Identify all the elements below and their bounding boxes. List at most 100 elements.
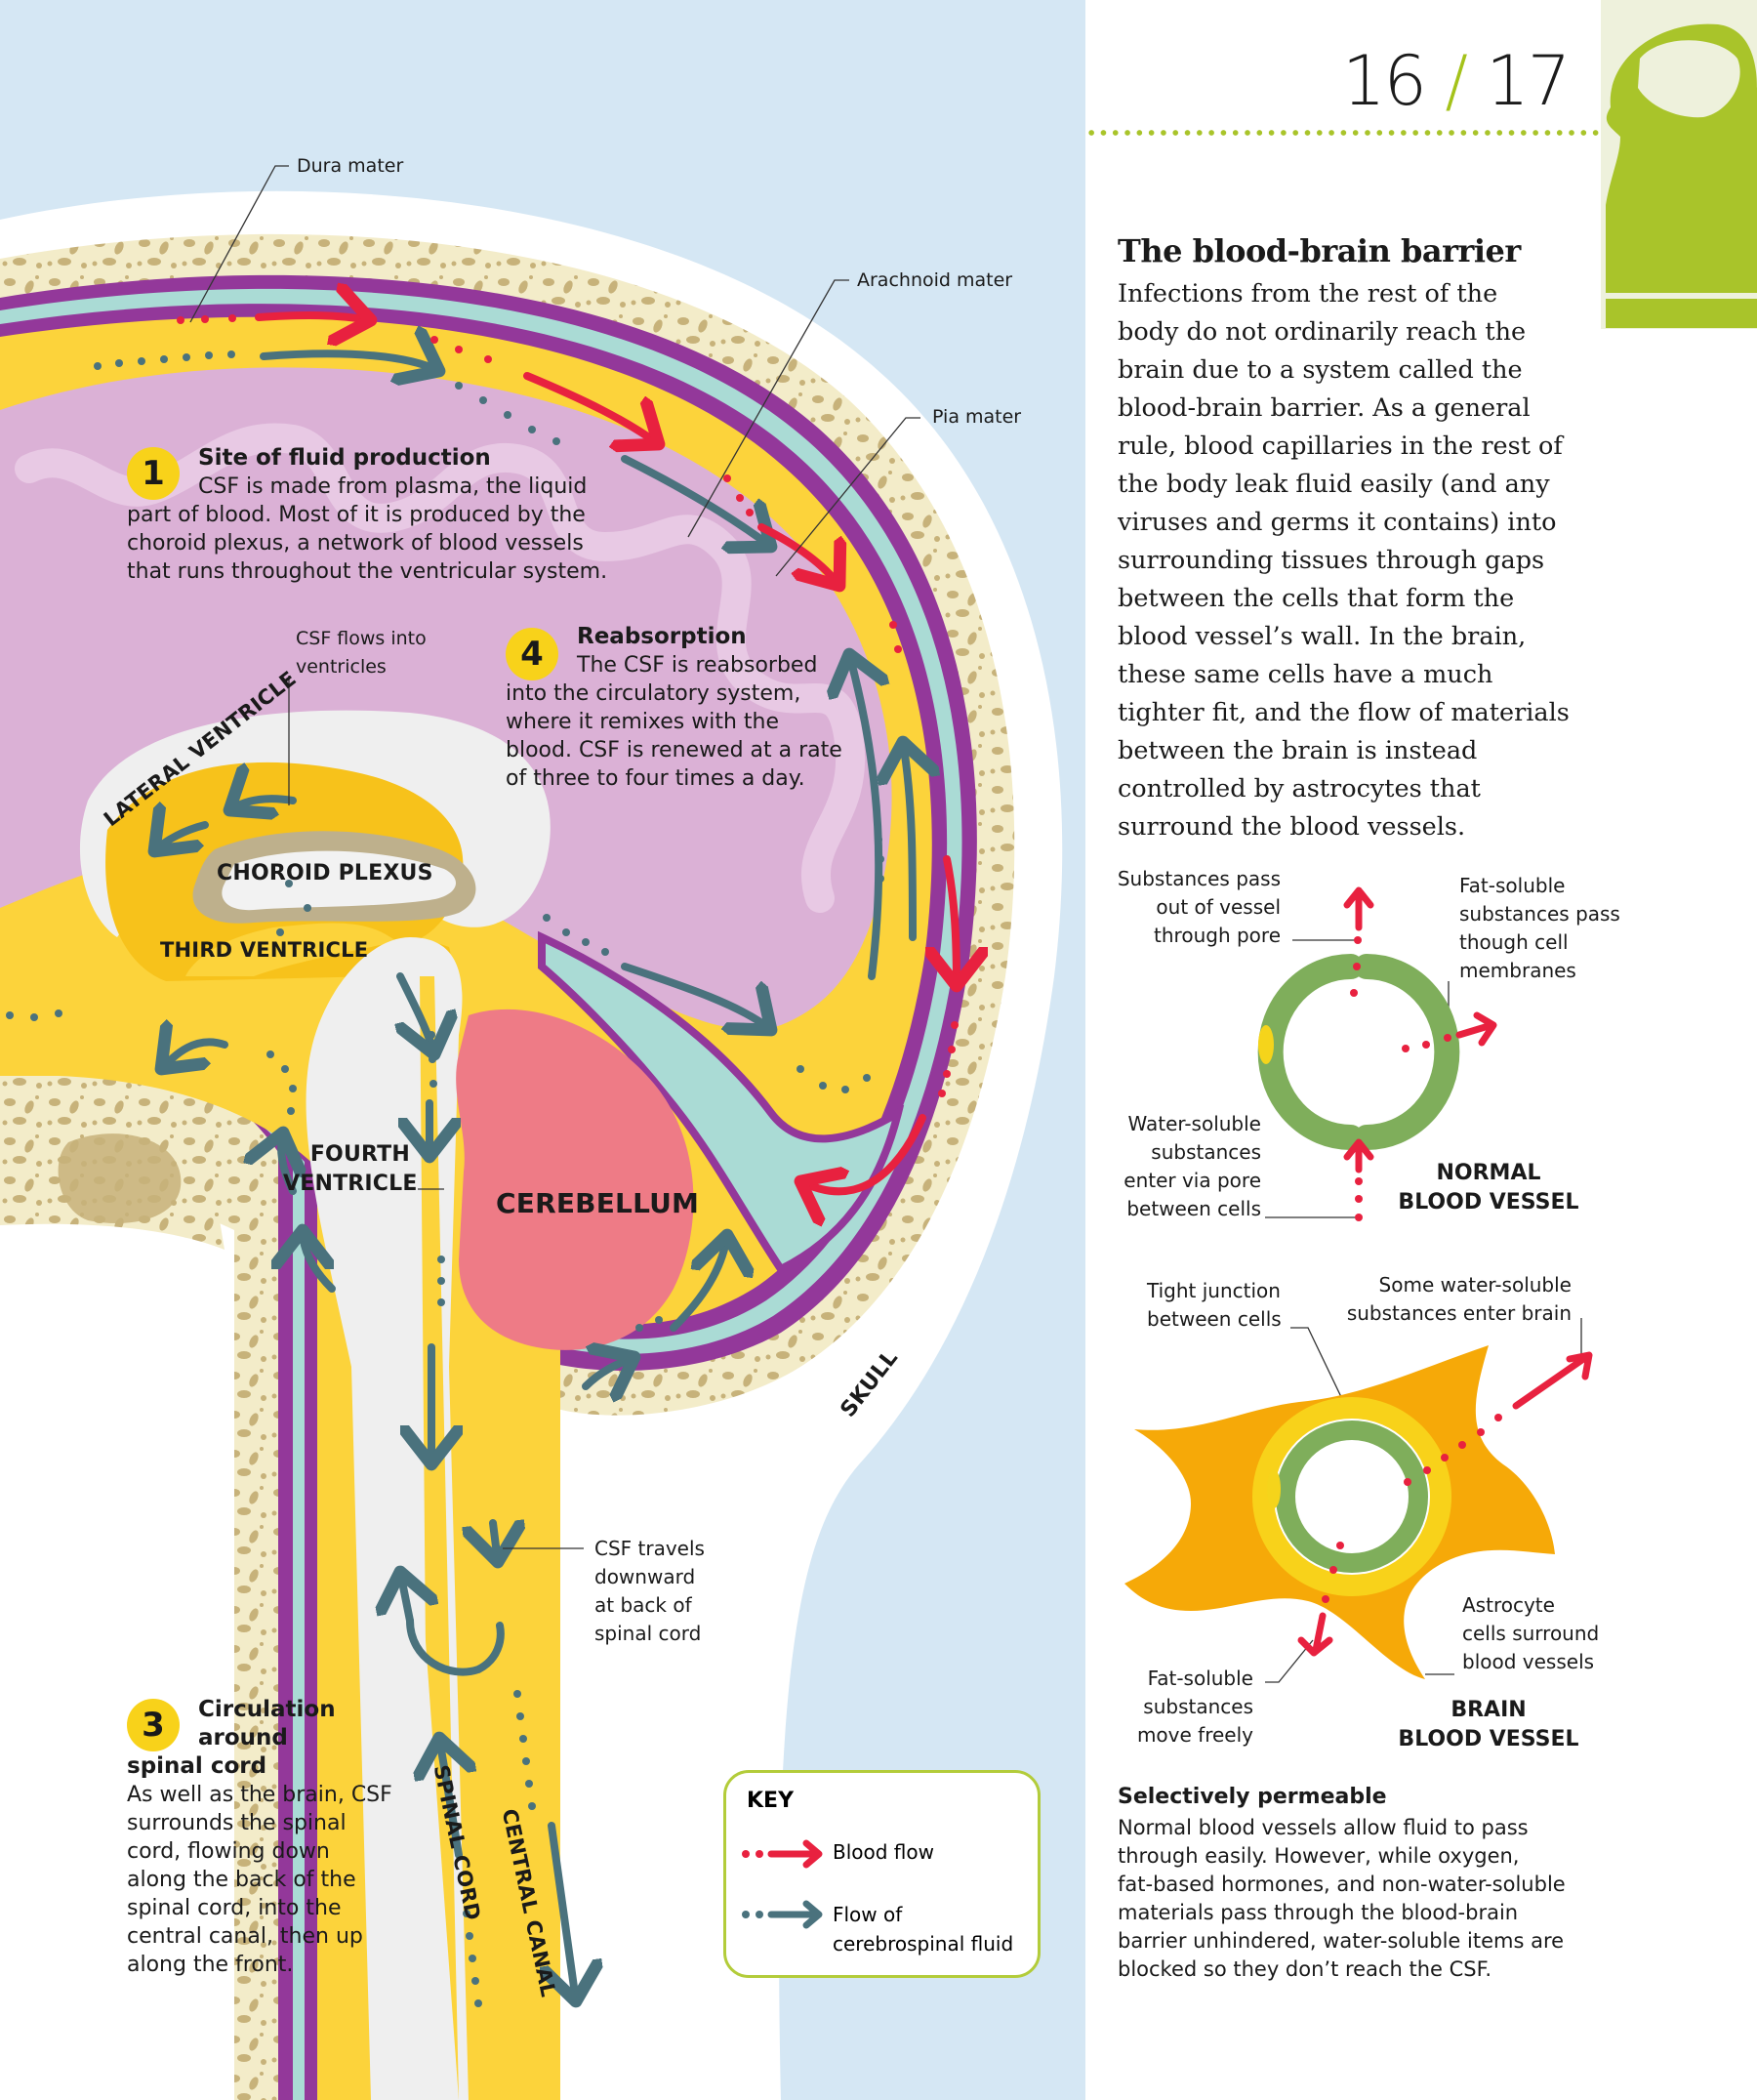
annotation-line: enter via pore (1124, 1169, 1261, 1192)
blood-flow-dots (177, 314, 959, 1097)
annotation-line: spinal cord (594, 1622, 702, 1645)
csf-arrow (621, 455, 771, 547)
step-line: central canal, then up (127, 1924, 363, 1949)
body-line: blood-brain barrier. As a general (1118, 393, 1531, 423)
label-third-ventricle: THIRD VENTRICLE (160, 938, 369, 962)
label-fat-soluble-brain: Fat-soluble substances move freely (1074, 1665, 1253, 1750)
sidebar-title: The blood-brain barrier (1118, 232, 1521, 269)
annotation-line: CSF travels (594, 1537, 705, 1560)
key-label-line: cerebrospinal fluid (833, 1932, 1014, 1956)
red-arrow-right (1455, 1011, 1497, 1047)
vessel-title-line: BLOOD VESSEL (1398, 1727, 1579, 1751)
annotation-line: Astrocyte (1462, 1593, 1555, 1617)
step-line: blood. CSF is renewed at a rate (506, 738, 842, 762)
key-label-blood-flow: Blood flow (833, 1840, 934, 1864)
csf-arrow (260, 353, 439, 371)
annotation-line: between cells (1147, 1307, 1282, 1331)
csf-arrow (281, 1132, 293, 1195)
annotation-line: downward (594, 1565, 696, 1588)
annotation-line: at back of (594, 1593, 692, 1617)
step-line: of three to four times a day. (506, 766, 805, 791)
annotation-line: out of vessel (1156, 895, 1281, 919)
annotation-line: Tight junction (1147, 1279, 1281, 1302)
csf-arrow (400, 972, 434, 1054)
label-tight-junction: Tight junction between cells (1147, 1277, 1282, 1334)
cerebellum (456, 1009, 694, 1350)
body-line: the body leak fluid easily (and any (1118, 470, 1550, 499)
step-line: cord, flowing down (127, 1839, 330, 1864)
label-some-water-soluble: Some water-soluble substances enter brai… (1328, 1271, 1572, 1328)
csf-flow-key-icon (742, 1900, 823, 1929)
dotted-divider (1085, 130, 1603, 136)
step-1-fluid-production: 1 Site of fluid production CSF is made f… (127, 444, 634, 586)
body-line: blood vessel’s wall. In the brain, (1118, 622, 1527, 651)
body-line: surround the blood vessels. (1118, 812, 1466, 842)
body-line: viruses and germs it contains) into (1118, 508, 1557, 537)
label-pass-out-of-vessel: Substances pass out of vessel through po… (1074, 865, 1281, 950)
csf-arrow (406, 1617, 505, 1676)
csf-arrow (849, 654, 878, 980)
body-line: fat-based hormones, and non-water-solubl… (1118, 1873, 1566, 1896)
csf-arrow (670, 1235, 727, 1332)
csf-flow-dots (6, 350, 884, 2007)
body-line: between the brain is instead (1118, 736, 1478, 765)
body-line: brain due to a system called the (1118, 355, 1523, 385)
step-title: Reabsorption (577, 624, 747, 649)
label-astrocyte: Astrocyte cells surround blood vessels (1462, 1591, 1599, 1676)
normal-vessel-title: NORMAL BLOOD VESSEL (1386, 1159, 1591, 1217)
label-water-soluble-normal: Water-soluble substances enter via pore … (1054, 1110, 1261, 1223)
annotation-line: Some water-soluble (1378, 1273, 1572, 1297)
annotation-line: CSF flows into (296, 628, 427, 649)
csf-arrow (621, 963, 771, 1030)
sphenoid-sinus (58, 1133, 182, 1223)
body-line: rule, blood capillaries in the rest of (1118, 432, 1563, 461)
label-dura-mater: Dura mater (297, 155, 404, 177)
step-line: spinal cord, into the (127, 1896, 342, 1920)
annotation-line: membranes (1459, 959, 1576, 982)
cerebrum-gyri (15, 423, 866, 913)
body-line: Normal blood vessels allow fluid to pass (1118, 1816, 1529, 1839)
leader-pia (775, 417, 920, 577)
label-choroid-plexus: CHOROID PLEXUS (217, 861, 433, 885)
step-number-badge: 3 (127, 1699, 180, 1751)
vessel-title-line: BLOOD VESSEL (1398, 1190, 1579, 1215)
body-line: through easily. However, while oxygen, (1118, 1844, 1520, 1868)
step-number-badge: 1 (127, 447, 180, 500)
normal-blood-vessel-diagram (1257, 886, 1497, 1221)
label-arachnoid-mater: Arachnoid mater (857, 269, 1013, 291)
body-line: between the cells that form the (1118, 584, 1515, 613)
blood-arrow (523, 372, 659, 444)
step-title-line: spinal cord (127, 1753, 267, 1779)
red-arrow-up (1343, 886, 1374, 931)
step-line: that runs throughout the ventricular sys… (127, 559, 608, 584)
step-line: CSF is made from plasma, the liquid (198, 474, 588, 499)
step-title: Site of fluid production (198, 445, 491, 471)
leader-lines (189, 165, 1582, 1683)
step-line: surrounds the spinal (127, 1811, 347, 1835)
selectively-permeable-title: Selectively permeable (1118, 1785, 1387, 1809)
selectively-permeable-body: Normal blood vessels allow fluid to pass… (1118, 1814, 1566, 1984)
step-line: part of blood. Most of it is produced by… (127, 503, 586, 527)
annotation-line: Fat-soluble (1147, 1667, 1253, 1690)
blood-arrow (800, 1114, 926, 1191)
step-title-line: Circulation (198, 1697, 336, 1722)
annotation-line: cells surround (1462, 1622, 1600, 1645)
leader-dura (189, 165, 289, 323)
annotation-line: Fat-soluble (1459, 874, 1566, 897)
body-line: Infections from the rest of the (1118, 279, 1498, 309)
csf-arrow (493, 1519, 498, 1562)
annotation-line: ventricles (296, 656, 387, 678)
step-number-badge: 4 (506, 628, 558, 680)
annotation-line: substances pass (1459, 902, 1620, 926)
blood-flow-arrows (255, 315, 957, 1191)
key-label-csf-flow: Flow of cerebrospinal fluid (833, 1900, 1013, 1958)
annotation-line: substances (1143, 1695, 1253, 1718)
body-line: tighter fit, and the flow of materials (1118, 698, 1570, 727)
legend-key: KEY Blood flow Flow of cerebrospinal flu… (723, 1770, 1041, 1978)
icon-stripe (1606, 293, 1757, 299)
brain-vessel-title: BRAIN BLOOD VESSEL (1386, 1696, 1591, 1754)
step-3-circulation-spinal-cord: 3 Circulation around spinal cord As well… (127, 1696, 420, 1979)
annotation-line: substances (1151, 1140, 1261, 1164)
csf-arrow (154, 825, 209, 851)
